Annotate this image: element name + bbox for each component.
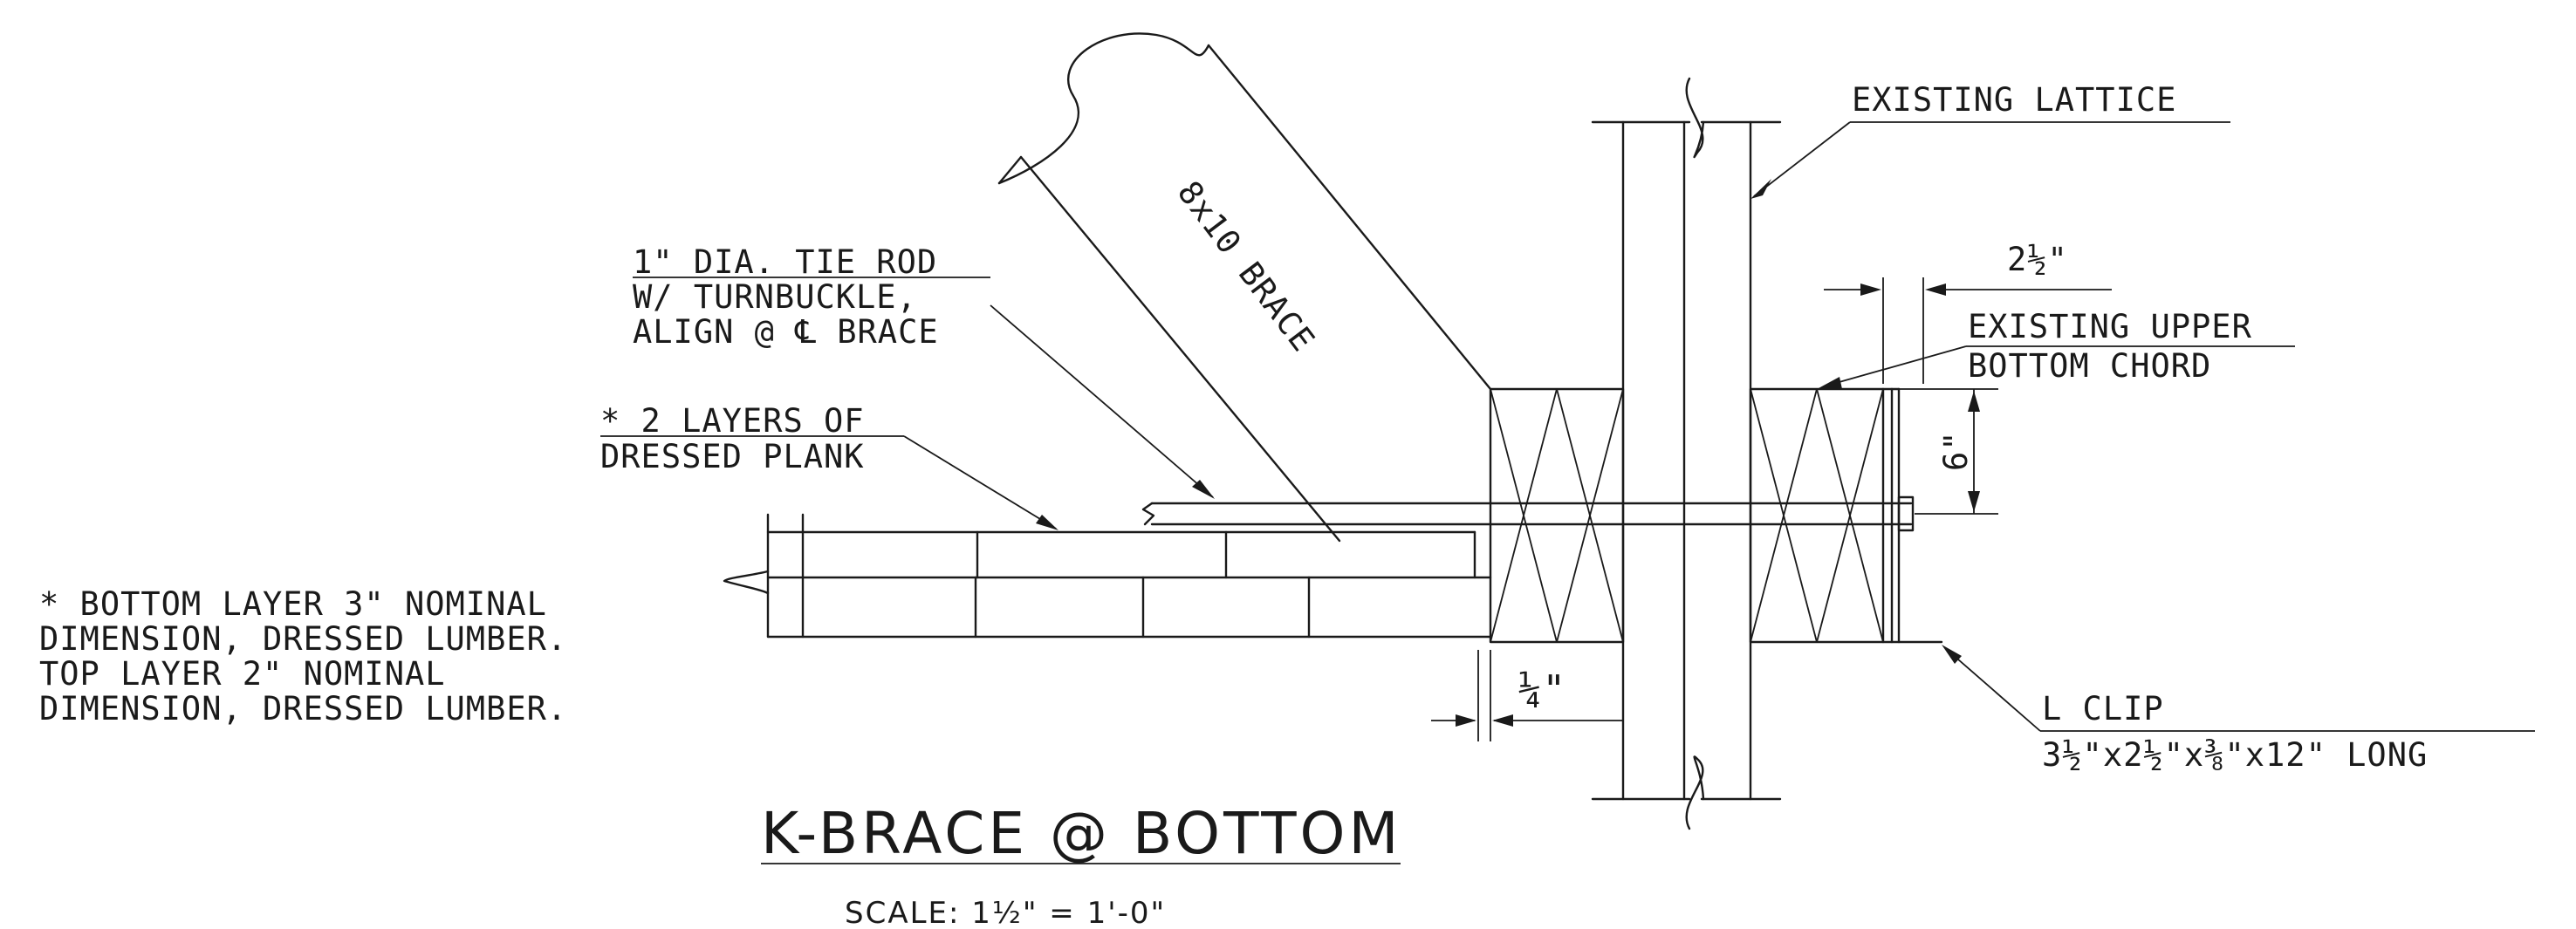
plank-label-line-2: DRESSED PLANK xyxy=(600,438,865,475)
note-line-4: DIMENSION, DRESSED LUMBER. xyxy=(39,690,567,727)
note-line-1: * BOTTOM LAYER 3" NOMINAL xyxy=(39,585,547,623)
l-clip-label: L CLIP xyxy=(2042,690,2164,727)
dimension-six-inch xyxy=(1899,388,1998,515)
left-filler-block xyxy=(1489,387,1625,644)
dimension-quarter-inch xyxy=(1431,650,1623,741)
tie-rod xyxy=(1141,495,1915,532)
existing-lattice-label: EXISTING LATTICE xyxy=(1852,81,2176,119)
existing-lattice-member xyxy=(1591,77,1782,830)
tie-rod-label-line-2: W/ TURNBUCKLE, xyxy=(633,278,917,316)
upper-bottom-chord-block xyxy=(1749,387,1885,644)
note-line-2: DIMENSION, DRESSED LUMBER. xyxy=(39,620,567,658)
note-line-3: TOP LAYER 2" NOMINAL xyxy=(39,655,446,693)
tie-rod-label-line-1: 1" DIA. TIE ROD xyxy=(633,243,937,281)
dimension-side-label: 6" xyxy=(1937,430,1975,471)
dressed-plank-layers xyxy=(723,513,1492,639)
plank-label-line-1: * 2 LAYERS OF xyxy=(600,402,865,440)
leader-tie-rod xyxy=(633,277,1215,499)
l-clip-size-label: 3½"x2½"x⅜"x12" LONG xyxy=(2042,736,2428,774)
upper-chord-label-line-1: EXISTING UPPER xyxy=(1968,308,2252,345)
eight-by-ten-brace xyxy=(997,32,1492,543)
upper-chord-label-line-2: BOTTOM CHORD xyxy=(1968,347,2211,385)
dimension-top-label: 2½" xyxy=(2007,241,2068,278)
leader-l-clip xyxy=(1942,645,2535,732)
dimension-quarter-label: ¼" xyxy=(1518,667,1566,712)
leader-upper-bottom-chord xyxy=(1819,345,2295,389)
drawing-scale: SCALE: 1½" = 1'-0" xyxy=(845,896,1166,929)
leader-dressed-plank xyxy=(600,435,1058,530)
brace-label: 8x10 BRACE xyxy=(1170,174,1322,359)
drawing-title: K-BRACE @ BOTTOM xyxy=(761,800,1401,867)
dimension-two-and-half xyxy=(1824,277,2112,384)
leader-existing-lattice xyxy=(1750,121,2230,199)
tie-rod-label-line-3: ALIGN @ ℄ BRACE xyxy=(633,313,939,351)
